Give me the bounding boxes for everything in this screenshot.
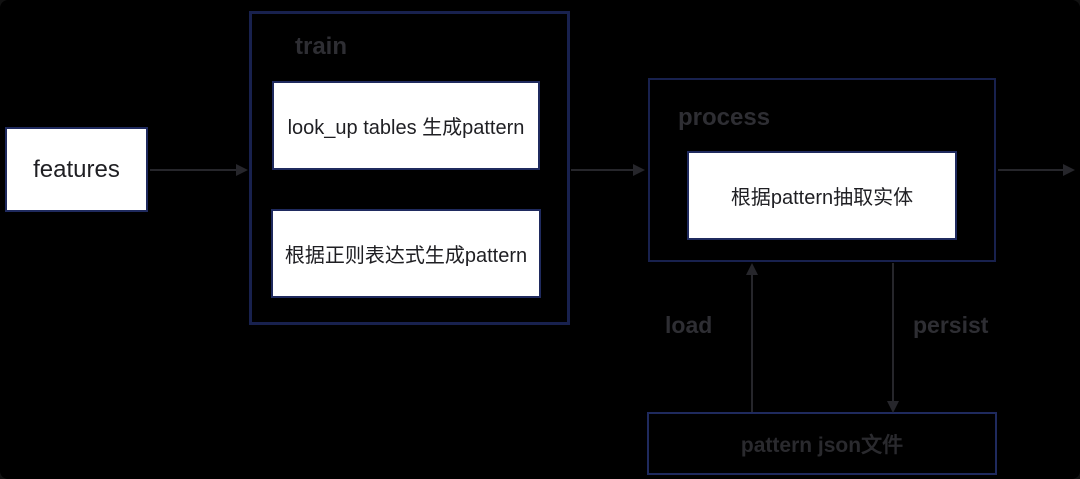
process-group-label: process <box>678 104 771 131</box>
train-group-label: train <box>295 33 348 60</box>
arrow-process-to-output <box>998 164 1075 176</box>
pattern-json-file-node: pattern json文件 <box>647 412 997 475</box>
lookup-tables-node: look_up tables 生成pattern <box>272 81 540 170</box>
regex-pattern-node: 根据正则表达式生成pattern <box>271 209 541 298</box>
features-node: features <box>5 127 148 212</box>
arrow-persist-process-to-file <box>887 263 899 413</box>
arrow-load-file-to-process <box>746 263 758 412</box>
arrow-train-to-process <box>571 164 645 176</box>
load-edge-label: load <box>665 312 713 338</box>
process-group-box <box>648 78 996 262</box>
persist-edge-label: persist <box>913 312 989 338</box>
arrow-features-to-train <box>150 164 248 176</box>
extract-entity-node: 根据pattern抽取实体 <box>687 151 957 240</box>
train-group-box <box>249 11 570 325</box>
